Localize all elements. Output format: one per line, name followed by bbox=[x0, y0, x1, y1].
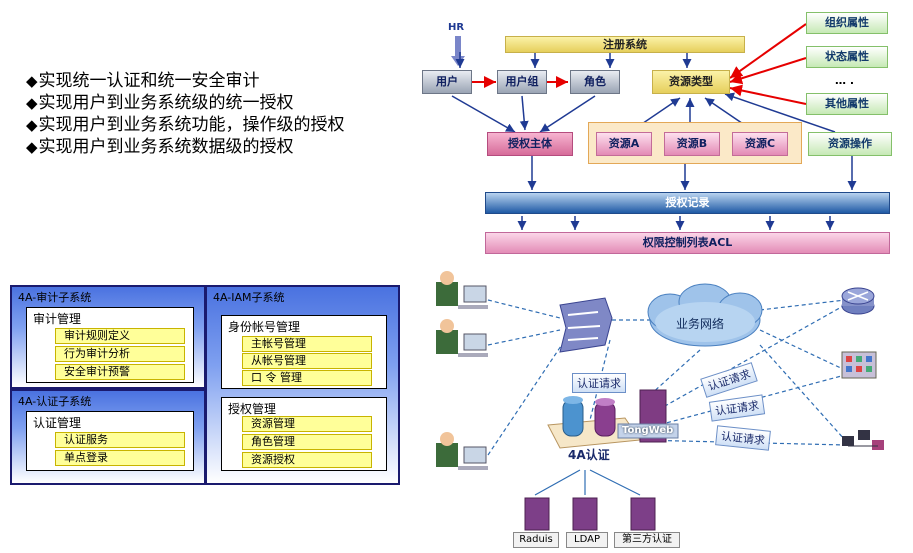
server-brand-label: TongWeb bbox=[622, 425, 674, 436]
building-icon bbox=[841, 351, 877, 379]
resource-management-item: 资源管理 bbox=[242, 416, 372, 432]
auth-center-label: 4A认证 bbox=[568, 448, 610, 462]
resource-type-box: 资源类型 bbox=[652, 70, 730, 94]
auth-request-tag: 认证请求 bbox=[572, 373, 626, 393]
acl-bar: 权限控制列表ACL bbox=[485, 232, 890, 254]
connector bbox=[451, 95, 516, 133]
attribute-box: 组织属性 bbox=[806, 12, 888, 34]
red-connector bbox=[729, 23, 807, 79]
diamond-bullet-icon: ◆ bbox=[26, 72, 38, 90]
user-workstation-icon bbox=[436, 319, 488, 357]
resource-box: 资源A bbox=[596, 132, 652, 156]
role-management-item: 角色管理 bbox=[242, 434, 372, 450]
audit-alert-item: 安全审计预警 bbox=[55, 364, 185, 380]
resource-grant-item: 资源授权 bbox=[242, 452, 372, 468]
radius-server-icon bbox=[524, 497, 550, 531]
auth-subject-box: 授权主体 bbox=[487, 132, 573, 156]
cloud-label: 业务网络 bbox=[676, 317, 725, 331]
network-links bbox=[487, 299, 846, 456]
red-connector bbox=[729, 84, 807, 105]
connector bbox=[724, 92, 836, 133]
identity-management-group: 身份帐号管理 主帐号管理 从帐号管理 口 令 管理 bbox=[221, 315, 387, 389]
panel-title: 4A-IAM子系统 bbox=[213, 291, 285, 304]
backend-label: LDAP bbox=[566, 532, 608, 548]
attribute-ellipsis: … . bbox=[835, 74, 855, 87]
auth-server-icon bbox=[547, 389, 679, 449]
diamond-bullet-icon: ◆ bbox=[26, 116, 38, 134]
diagram-connectors bbox=[451, 23, 857, 230]
feature-item: ◆实现用户到业务系统功能，操作级的授权 bbox=[26, 115, 345, 135]
panel-title: 4A-认证子系统 bbox=[18, 395, 92, 408]
third-party-server-icon bbox=[630, 497, 656, 531]
authorization-management-group: 授权管理 资源管理 角色管理 资源授权 bbox=[221, 397, 387, 471]
attribute-box: 状态属性 bbox=[806, 46, 888, 68]
audit-subsystem-panel: 4A-审计子系统 审计管理 审计规则定义 行为审计分析 安全审计预警 bbox=[10, 285, 206, 389]
group-title: 身份帐号管理 bbox=[228, 320, 301, 334]
role-box: 角色 bbox=[570, 70, 620, 94]
main-account-item: 主帐号管理 bbox=[242, 336, 372, 352]
authorization-model-diagram: HR 注册系统 用户 用户组 角色 资源类型 组织属性 状态属性 … . 其他属… bbox=[0, 0, 913, 260]
user-workstation-icon bbox=[436, 432, 488, 470]
group-title: 认证管理 bbox=[33, 416, 82, 430]
password-item: 口 令 管理 bbox=[242, 370, 372, 386]
router-icon bbox=[841, 287, 875, 315]
authn-service-item: 认证服务 bbox=[55, 432, 185, 448]
sub-account-item: 从帐号管理 bbox=[242, 353, 372, 369]
feature-item: ◆实现用户到业务系统级的统一授权 bbox=[26, 93, 294, 113]
audit-management-group: 审计管理 审计规则定义 行为审计分析 安全审计预警 bbox=[26, 307, 194, 383]
user-box: 用户 bbox=[422, 70, 472, 94]
backend-label: Raduis bbox=[513, 532, 559, 548]
switch-icon bbox=[559, 297, 613, 353]
audit-rule-item: 审计规则定义 bbox=[55, 328, 185, 344]
authn-subsystem-panel: 4A-认证子系统 认证管理 认证服务 单点登录 bbox=[10, 389, 206, 485]
register-system-bar: 注册系统 bbox=[505, 36, 745, 53]
panel-title: 4A-审计子系统 bbox=[18, 291, 92, 304]
user-group-box: 用户组 bbox=[497, 70, 547, 94]
feature-item: ◆实现统一认证和统一安全审计 bbox=[26, 71, 260, 91]
connector bbox=[519, 95, 529, 131]
sso-item: 单点登录 bbox=[55, 450, 185, 466]
behavior-audit-item: 行为审计分析 bbox=[55, 346, 185, 362]
group-title: 授权管理 bbox=[228, 402, 277, 416]
hr-label: HR bbox=[448, 22, 465, 33]
red-connector bbox=[729, 57, 807, 85]
resource-box: 资源B bbox=[664, 132, 720, 156]
iam-subsystem-panel: 4A-IAM子系统 身份帐号管理 主帐号管理 从帐号管理 口 令 管理 授权管理… bbox=[205, 285, 400, 485]
auth-record-bar: 授权记录 bbox=[485, 192, 890, 214]
resource-operation-box: 资源操作 bbox=[808, 132, 892, 156]
ldap-server-icon bbox=[572, 497, 598, 531]
user-workstation-icon bbox=[436, 271, 488, 309]
business-network-cloud-icon bbox=[647, 283, 763, 347]
feature-item: ◆实现用户到业务系统数据级的授权 bbox=[26, 137, 294, 157]
feature-list: ◆实现统一认证和统一安全审计 ◆实现用户到业务系统级的统一授权 ◆实现用户到业务… bbox=[26, 70, 345, 158]
diamond-bullet-icon: ◆ bbox=[26, 94, 38, 112]
authn-management-group: 认证管理 认证服务 单点登录 bbox=[26, 411, 194, 471]
group-title: 审计管理 bbox=[33, 312, 82, 326]
resource-box: 资源C bbox=[732, 132, 788, 156]
diamond-bullet-icon: ◆ bbox=[26, 138, 38, 156]
connector bbox=[539, 95, 596, 133]
backend-label: 第三方认证 bbox=[614, 532, 680, 548]
attribute-box: 其他属性 bbox=[806, 93, 888, 115]
network-hub-icon bbox=[842, 430, 884, 450]
backend-links bbox=[534, 469, 641, 496]
